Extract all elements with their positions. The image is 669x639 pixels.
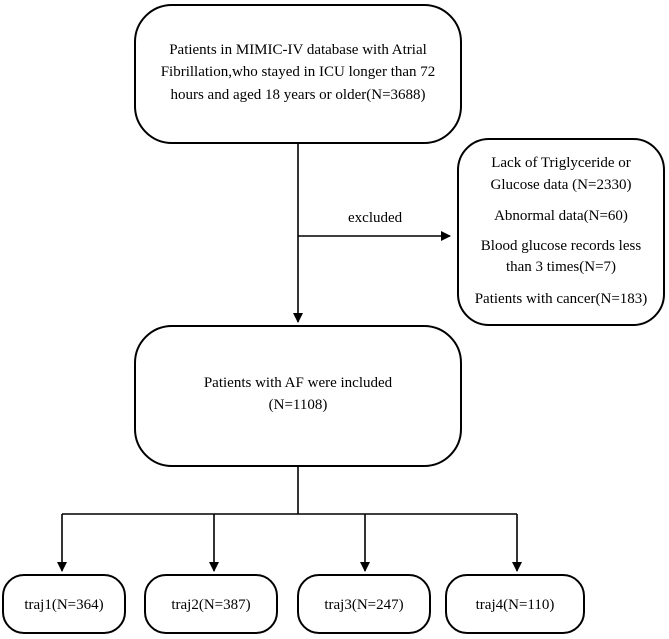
cohort-source-line-2: Fibrillation,who stayed in ICU longer th…	[160, 64, 436, 80]
cohort-source-line-3: hours and aged 18 years or older(N=3688)	[170, 87, 426, 103]
excluded-label: excluded	[348, 210, 403, 226]
traj4-box: traj4(N=110)	[445, 574, 585, 634]
included-line-1: Patients with AF were included	[203, 375, 393, 391]
included-line-2: (N=1108)	[268, 397, 328, 413]
exclusion-item-line-6: Patients with cancer(N=183)	[474, 291, 648, 307]
exclusion-item-line-3: Abnormal data(N=60)	[494, 208, 628, 224]
traj3-box: traj3(N=247)	[297, 574, 431, 634]
included-box: Patients with AF were included (N=1108)	[134, 325, 462, 467]
traj3-label: traj3(N=247)	[324, 597, 404, 613]
traj4-label: traj4(N=110)	[475, 597, 555, 613]
cohort-source-line-1: Patients in MIMIC-IV database with Atria…	[169, 42, 427, 58]
traj1-box: traj1(N=364)	[2, 574, 126, 634]
exclusion-box: Lack of Triglyceride or Glucose data (N=…	[457, 138, 665, 326]
exclusion-item-line-5: than 3 times(N=7)	[505, 259, 617, 275]
exclusion-item-line-2: Glucose data (N=2330)	[490, 177, 632, 193]
traj2-box: traj2(N=387)	[144, 574, 278, 634]
exclusion-item-line-1: Lack of Triglyceride or	[491, 155, 631, 171]
traj2-label: traj2(N=387)	[171, 597, 251, 613]
exclusion-item-line-4: Blood glucose records less	[480, 238, 642, 254]
traj1-label: traj1(N=364)	[24, 597, 104, 613]
cohort-source-box: Patients in MIMIC-IV database with Atria…	[134, 4, 462, 144]
